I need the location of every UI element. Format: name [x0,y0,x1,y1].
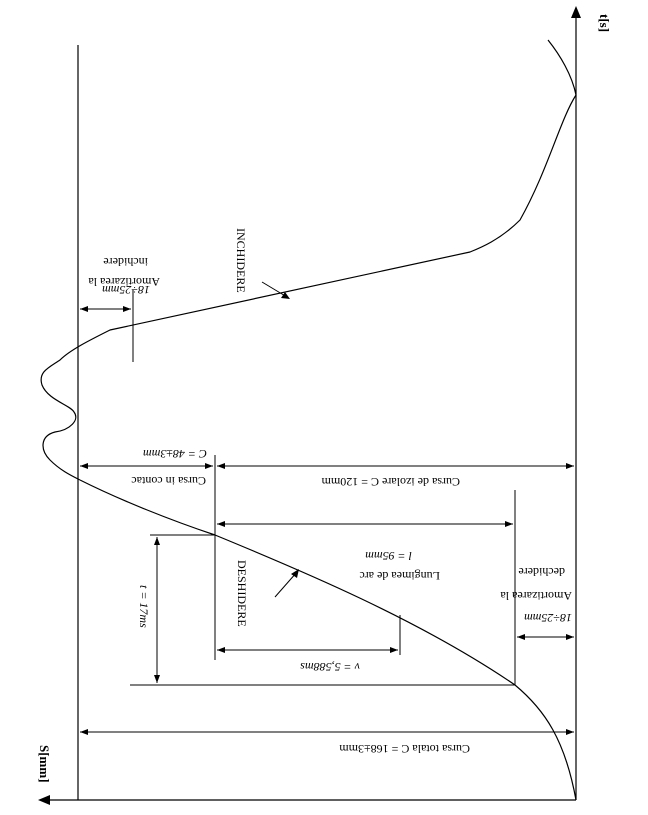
arrow [291,569,299,578]
cursa-totala-label: Cursa totala C = 168±3mm [339,742,470,756]
arrow [566,463,574,469]
lungime-arc-2: l = 95mm [365,549,412,563]
amortizare-inchidere-2: inchidere [103,255,148,269]
arrow [205,463,213,469]
deschidere-label: DESHIDERE [235,560,249,627]
arrow [154,675,160,683]
arrow [154,537,160,545]
arrow [80,463,88,469]
amortizare-deschidere-2: dechidere [518,565,565,579]
amortizare-deschidere-1: Amortizarea la [500,589,572,603]
t-axis-label: t[s] [597,14,612,32]
t-axis-arrow [571,6,581,18]
arrow [505,521,513,527]
lungime-arc-1: Lungimea de arc [359,569,440,583]
closing-curve [40,39,577,481]
amortizare-deschidere-val: 18÷25mm [524,611,572,625]
arrow [566,634,574,640]
arrow [281,292,290,299]
cursa-izolare-label: Cursa de izolare C = 120mm [321,475,460,489]
cursa-contact-val: C = 48±3mm [143,447,207,461]
arrow [217,521,225,527]
inchidere-pointer [261,281,288,298]
viteza-label: v = 5,588ms [300,660,360,674]
opening-curve [79,479,577,801]
arrow [566,729,574,735]
arrow [80,729,88,735]
arrow [390,647,398,653]
amortizare-inchidere-val: 18÷25mm [102,283,150,297]
s-axis-label: S[mm] [37,745,52,783]
cursa-contact-label: Cursa in contac [131,474,206,488]
arrow [80,306,88,312]
arrow [217,647,225,653]
arrow [217,463,225,469]
arrow [517,634,525,640]
timp-label: t = 17ms [137,585,151,628]
deschidere-pointer [274,571,298,598]
arrow [123,306,131,312]
s-axis-arrow [38,795,50,805]
amortizare-inchidere-1: Amortizarea la [88,275,160,289]
inchidere-label: INCHIDERE [234,228,248,293]
